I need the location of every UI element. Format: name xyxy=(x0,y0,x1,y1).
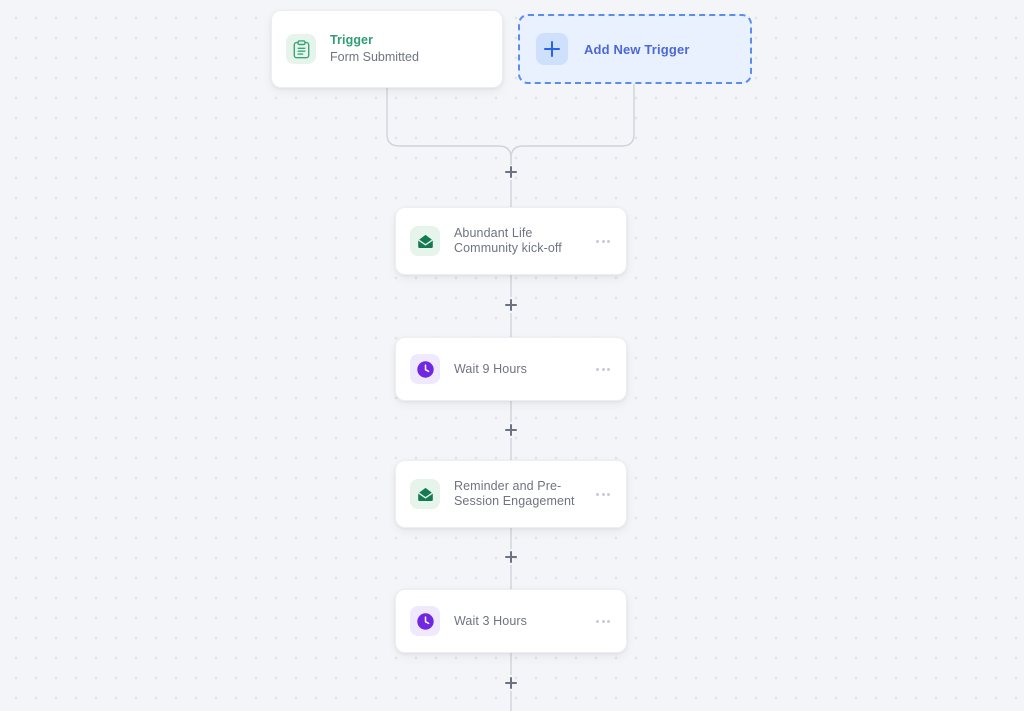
more-options-button-wait-1[interactable] xyxy=(594,362,612,377)
step-title-wait-2: Wait 3 Hours xyxy=(454,613,527,628)
trigger-subtitle: Form Submitted xyxy=(330,50,419,64)
step-card-wait-1[interactable]: Wait 9 Hours xyxy=(395,337,627,401)
wire-trigger-branch xyxy=(386,88,512,165)
more-options-button-email-1[interactable] xyxy=(594,234,612,249)
step-text-wait-2: Wait 3 Hours xyxy=(454,614,586,629)
step-card-email-1[interactable]: Abundant Life Community kick-off xyxy=(395,207,627,275)
add-step-button-after-email-2[interactable] xyxy=(503,549,519,565)
envelope-icon xyxy=(410,226,440,256)
clipboard-icon xyxy=(286,34,316,64)
step-card-email-2[interactable]: Reminder and Pre-Session Engagement xyxy=(395,460,627,528)
add-new-trigger-button[interactable]: Add New Trigger xyxy=(518,14,752,84)
step-title-email-1: Abundant Life Community kick-off xyxy=(454,226,562,255)
step-text-email-1: Abundant Life Community kick-off xyxy=(454,226,586,256)
step-text-email-2: Reminder and Pre-Session Engagement xyxy=(454,479,586,509)
clock-icon xyxy=(410,354,440,384)
trigger-card[interactable]: Trigger Form Submitted xyxy=(271,10,503,88)
add-step-button-after-wait-1[interactable] xyxy=(503,422,519,438)
trigger-title: Trigger xyxy=(330,33,374,47)
envelope-icon xyxy=(410,479,440,509)
trigger-text: Trigger Form Submitted xyxy=(330,33,488,65)
step-card-wait-2[interactable]: Wait 3 Hours xyxy=(395,589,627,653)
more-options-button-wait-2[interactable] xyxy=(594,614,612,629)
more-options-button-email-2[interactable] xyxy=(594,487,612,502)
add-step-button-after-wait-2[interactable] xyxy=(503,675,519,691)
wire-add-trigger-branch xyxy=(510,84,635,165)
plus-icon xyxy=(536,33,568,65)
clock-icon xyxy=(410,606,440,636)
add-step-button-after-email-1[interactable] xyxy=(503,297,519,313)
add-new-trigger-label: Add New Trigger xyxy=(584,41,690,57)
add-step-button-after-trigger[interactable] xyxy=(503,164,519,180)
step-title-wait-1: Wait 9 Hours xyxy=(454,361,527,376)
step-title-email-2: Reminder and Pre-Session Engagement xyxy=(454,479,575,508)
step-text-wait-1: Wait 9 Hours xyxy=(454,362,586,377)
